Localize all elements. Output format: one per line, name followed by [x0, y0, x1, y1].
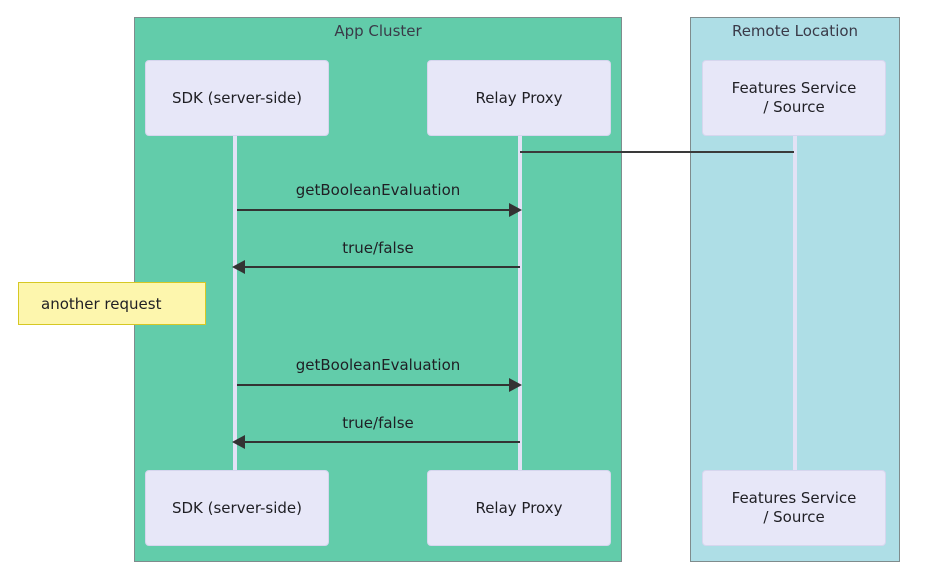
participant-relay-bottom[interactable]: Relay Proxy [427, 470, 611, 546]
group-remote-location-label: Remote Location [731, 22, 859, 40]
message-4-label: true/false [342, 414, 414, 432]
message-4-arrowhead [232, 435, 245, 449]
participant-sdk-top-label: SDK (server-side) [171, 88, 303, 107]
participant-features-top[interactable]: Features Service / Source [702, 60, 886, 136]
message-1-line [237, 209, 510, 211]
message-3-arrowhead [509, 378, 522, 392]
note-another-request: another request [18, 282, 206, 325]
message-2-arrowhead [232, 260, 245, 274]
participant-features-bottom[interactable]: Features Service / Source [702, 470, 886, 546]
lifeline-relay [518, 135, 522, 472]
relay-to-features-connector [520, 151, 794, 153]
message-3-label: getBooleanEvaluation [295, 356, 461, 374]
participant-sdk-top[interactable]: SDK (server-side) [145, 60, 329, 136]
message-1-label: getBooleanEvaluation [295, 181, 461, 199]
group-app-cluster-label: App Cluster [334, 22, 422, 40]
participant-features-top-label-line2: / Source [763, 98, 825, 116]
message-4-line [245, 441, 520, 443]
message-2-line [245, 266, 520, 268]
participant-relay-top-label: Relay Proxy [475, 88, 563, 107]
participant-sdk-bottom[interactable]: SDK (server-side) [145, 470, 329, 546]
participant-features-bottom-label-line2: / Source [763, 508, 825, 526]
message-2-label: true/false [342, 239, 414, 257]
participant-features-bottom-label-line1: Features Service [731, 489, 857, 507]
message-3-line [237, 384, 510, 386]
participant-relay-top[interactable]: Relay Proxy [427, 60, 611, 136]
note-another-request-label: another request [41, 294, 162, 313]
message-1-arrowhead [509, 203, 522, 217]
lifeline-features [793, 135, 797, 472]
participant-features-top-label-line1: Features Service [731, 79, 857, 97]
participant-sdk-bottom-label: SDK (server-side) [171, 498, 303, 517]
lifeline-sdk [233, 135, 237, 472]
participant-relay-bottom-label: Relay Proxy [475, 498, 563, 517]
